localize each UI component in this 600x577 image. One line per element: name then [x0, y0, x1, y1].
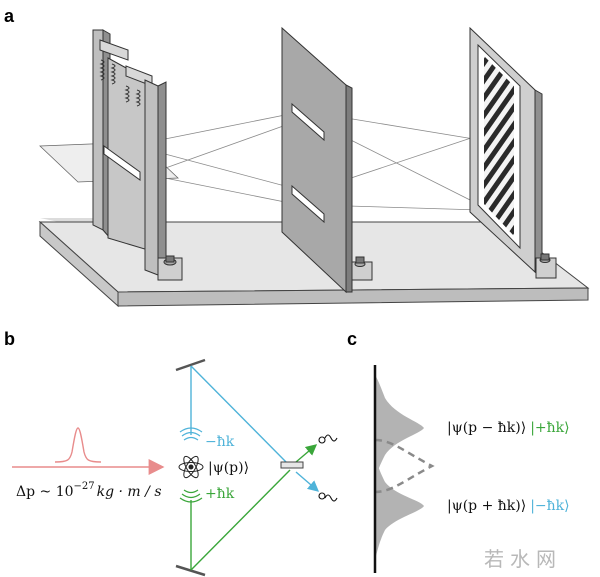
- top-mirror: [175, 358, 206, 372]
- blue-beam-diagonal: [190, 365, 291, 467]
- gaussian-lower: [375, 458, 424, 560]
- panel-c: c |ψ(p − ħk)⟩|+ħk⟩ |ψ(p + ħk)⟩|−ħk⟩: [347, 329, 570, 573]
- green-output-arrow: [295, 444, 318, 463]
- panel-a-label: a: [4, 6, 15, 26]
- spring-icon: [99, 59, 141, 107]
- green-beam-diagonal: [190, 469, 291, 571]
- detector-bottom-icon: [318, 492, 338, 502]
- momentum-pulse: [54, 427, 102, 463]
- double-slit-screen: [281, 26, 373, 294]
- wave-down-icon: [179, 489, 203, 503]
- adjustable-slit-assembly: [92, 29, 183, 281]
- blue-output-arrow: [295, 471, 320, 492]
- panel-b: b: [4, 329, 338, 577]
- panel-b-label: b: [4, 329, 15, 349]
- gaussian-upper: [375, 375, 424, 478]
- momentum-kick-minus: −ħk: [205, 434, 235, 450]
- detector-top-icon: [318, 434, 338, 444]
- state-lower: |ψ(p + ħk)⟩|−ħk⟩: [447, 498, 570, 514]
- panel-c-label: c: [347, 329, 357, 349]
- detection-screen: [469, 26, 557, 279]
- interference-envelope: [374, 438, 435, 494]
- atom-state: |ψ(p)⟩: [208, 460, 249, 476]
- state-upper: |ψ(p − ħk)⟩|+ħk⟩: [447, 420, 570, 436]
- atom-icon: [178, 455, 204, 479]
- panel-a: a: [4, 6, 590, 308]
- bottom-mirror: [175, 564, 206, 577]
- wave-up-icon: [179, 427, 203, 441]
- beam-splitter: [280, 461, 304, 469]
- momentum-kick-plus: +ħk: [205, 486, 235, 502]
- watermark: 若水网: [484, 547, 562, 571]
- interference-fringes: [484, 56, 514, 236]
